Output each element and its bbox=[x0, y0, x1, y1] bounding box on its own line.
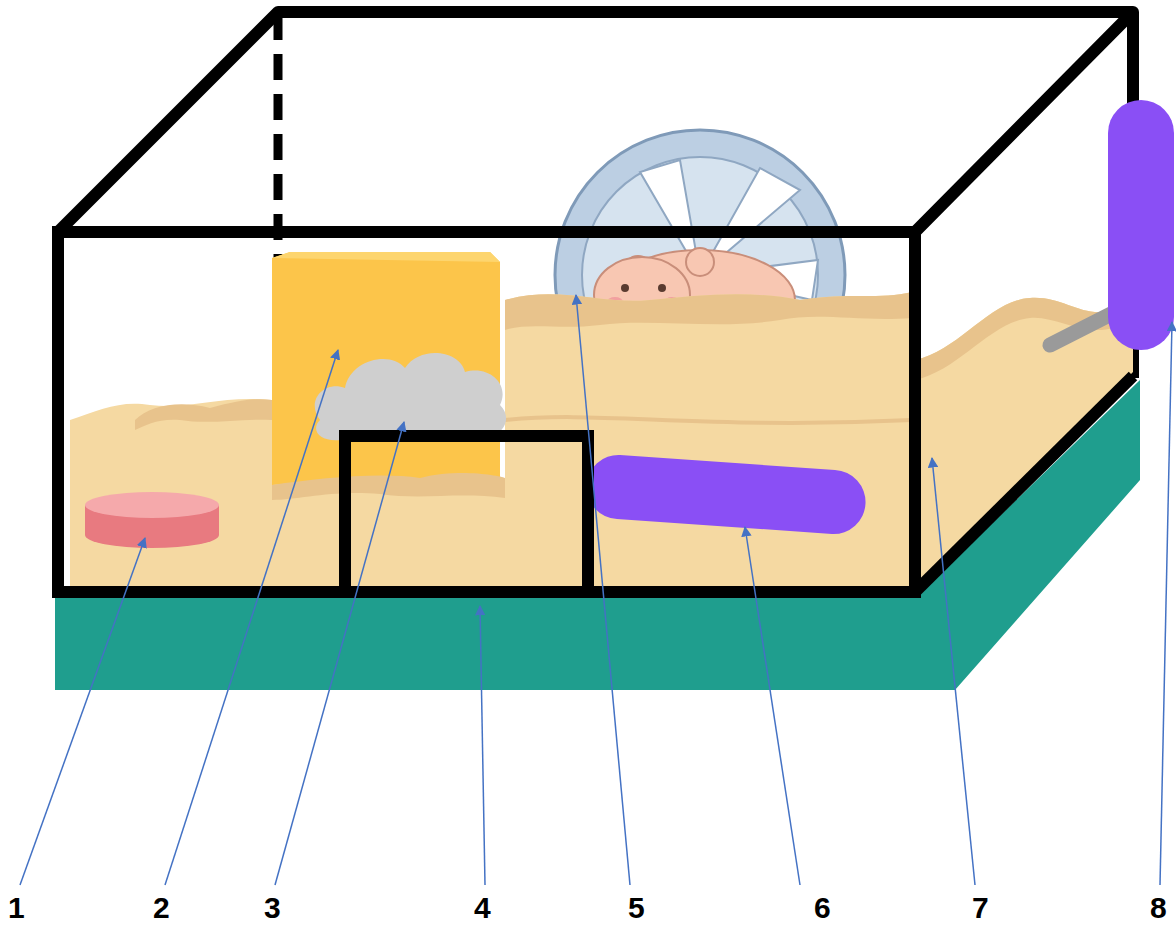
leader-line bbox=[20, 538, 145, 885]
bottle-spout bbox=[1050, 312, 1115, 345]
leader-line bbox=[165, 350, 338, 885]
cage-base-front bbox=[55, 598, 955, 690]
callout-number: 6 bbox=[814, 893, 831, 923]
hamster-eye bbox=[658, 284, 666, 292]
bedding-layer bbox=[505, 417, 912, 423]
hamster-ear bbox=[686, 248, 714, 276]
leader-line bbox=[1160, 322, 1172, 885]
nesting-material bbox=[315, 353, 506, 440]
callout-number: 2 bbox=[153, 893, 170, 923]
tunnel-tube bbox=[586, 455, 865, 534]
callout-number: 7 bbox=[972, 893, 989, 923]
food-dish bbox=[85, 492, 219, 548]
hamster-eye bbox=[621, 284, 629, 292]
cage-front bbox=[58, 232, 915, 592]
bedding-top bbox=[505, 292, 912, 330]
cage-top bbox=[58, 12, 1133, 232]
leader-lines bbox=[20, 295, 1172, 885]
bedding-top bbox=[135, 399, 272, 430]
dish-top bbox=[85, 492, 219, 518]
box-top bbox=[272, 252, 500, 262]
cage-edge bbox=[915, 376, 1133, 592]
bedding-top bbox=[915, 298, 1133, 380]
leader-line bbox=[576, 295, 630, 885]
leader-line bbox=[480, 606, 485, 885]
leader-line bbox=[745, 527, 800, 885]
callout-number: 1 bbox=[8, 893, 25, 923]
cage-door bbox=[345, 436, 588, 592]
bedding bbox=[915, 298, 1133, 592]
callout-number: 5 bbox=[628, 893, 645, 923]
leader-line bbox=[932, 458, 975, 885]
callout-number: 8 bbox=[1150, 893, 1167, 923]
callout-number: 4 bbox=[474, 893, 491, 923]
leader-line bbox=[275, 422, 404, 885]
water-bottle bbox=[1108, 100, 1174, 350]
callout-number: 3 bbox=[264, 893, 281, 923]
